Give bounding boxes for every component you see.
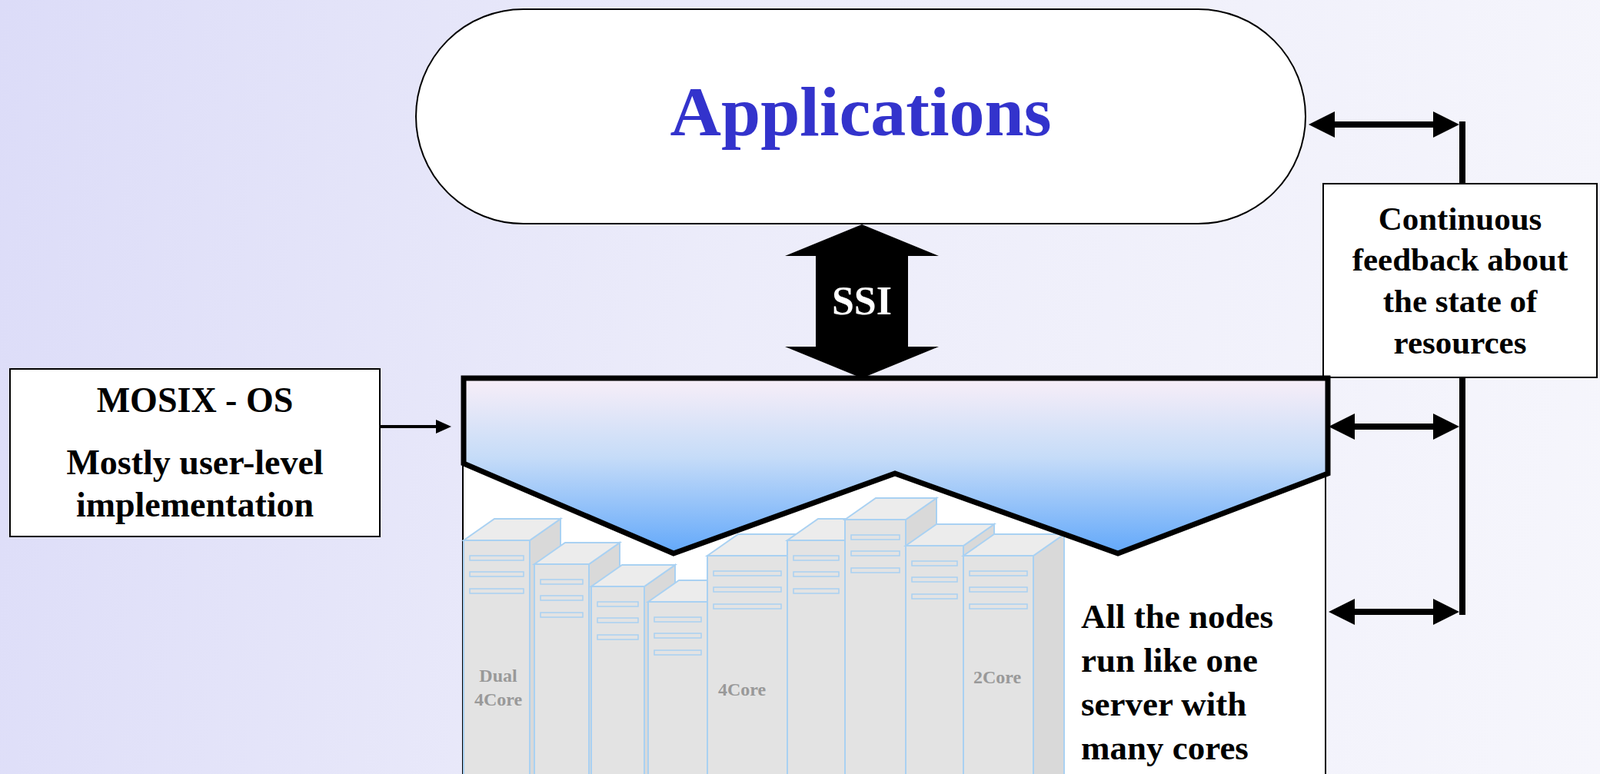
node-text: Continuous feedback about the state of r… (1331, 198, 1589, 364)
drive-slot (469, 555, 524, 561)
server-label: 4Core (711, 678, 773, 702)
drive-slot (793, 555, 839, 561)
server-label: Dual 4Core (465, 664, 531, 712)
drive-slot (540, 595, 583, 601)
drive-slot (851, 568, 900, 573)
tower-front (463, 540, 530, 774)
arrow-head (1308, 111, 1335, 138)
drive-slot (793, 588, 839, 594)
tower-front (905, 545, 964, 774)
drive-slot (597, 602, 639, 607)
mosix-layer-band (463, 378, 1328, 554)
drive-slot (654, 633, 702, 639)
drive-slot (911, 594, 958, 599)
drive-slot (713, 571, 782, 576)
tower-top (905, 524, 995, 546)
tower-front (787, 540, 845, 774)
arrow-head (1328, 598, 1355, 626)
tower-front (648, 602, 708, 774)
drive-slot (469, 588, 524, 594)
feedback-spine (1459, 378, 1466, 613)
connector (1308, 111, 1463, 183)
connector (785, 224, 939, 379)
tower-top (591, 565, 676, 587)
ssi-block-arrow (785, 224, 939, 379)
feedback-spine (1459, 124, 1466, 183)
tower-front (591, 586, 645, 774)
tower-top (534, 542, 620, 565)
drive-slot (597, 635, 639, 640)
connector (380, 419, 452, 434)
tower-top (463, 518, 561, 541)
drive-slot (469, 572, 524, 577)
node-text: All the nodes run like one server with m… (1081, 595, 1328, 772)
drive-slot (540, 612, 583, 618)
server-label: 2Core (966, 665, 1028, 690)
edge-label: SSI (827, 279, 897, 323)
feedback-line (1333, 121, 1435, 128)
applications-pill: Applications (415, 8, 1307, 225)
node-text: Applications (670, 73, 1052, 151)
node-text: Mostly user-level implementation (18, 441, 372, 526)
connector (1328, 378, 1463, 440)
tower-front (844, 519, 906, 774)
tower-top (844, 498, 937, 520)
connector (1328, 378, 1463, 626)
drive-slot (969, 604, 1028, 609)
tower-top (963, 534, 1065, 556)
drive-slot (851, 535, 900, 540)
drive-slot (969, 587, 1028, 593)
drive-slot (597, 618, 639, 623)
tower-side (1033, 534, 1065, 774)
drive-slot (540, 579, 583, 585)
tower-front (534, 564, 589, 774)
drive-slot (654, 650, 702, 656)
drive-slot (851, 551, 900, 556)
os-label-box: MOSIX - OS Mostly user-level implementati… (9, 368, 381, 538)
node-text: MOSIX - OS (96, 379, 294, 422)
arrow-head (1433, 111, 1460, 138)
drive-slot (969, 571, 1028, 576)
drive-slot (911, 561, 958, 566)
drive-slot (911, 577, 958, 583)
arrow-head (1433, 413, 1460, 440)
arrow-head (1433, 598, 1460, 626)
arrow-head (435, 419, 452, 434)
arrow-head (1328, 413, 1355, 440)
drive-slot (713, 604, 782, 609)
tower-front (963, 555, 1034, 774)
feedback-line (1353, 608, 1435, 616)
cluster-box: All the nodes run like one server with m… (462, 378, 1327, 774)
pointer-line (380, 425, 438, 429)
drive-slot (654, 617, 702, 623)
server-tower (963, 534, 1065, 774)
feedback-box: Continuous feedback about the state of r… (1322, 182, 1598, 379)
drive-slot (713, 587, 782, 593)
feedback-line (1353, 423, 1435, 430)
drive-slot (793, 572, 839, 577)
tower-front (707, 555, 788, 774)
